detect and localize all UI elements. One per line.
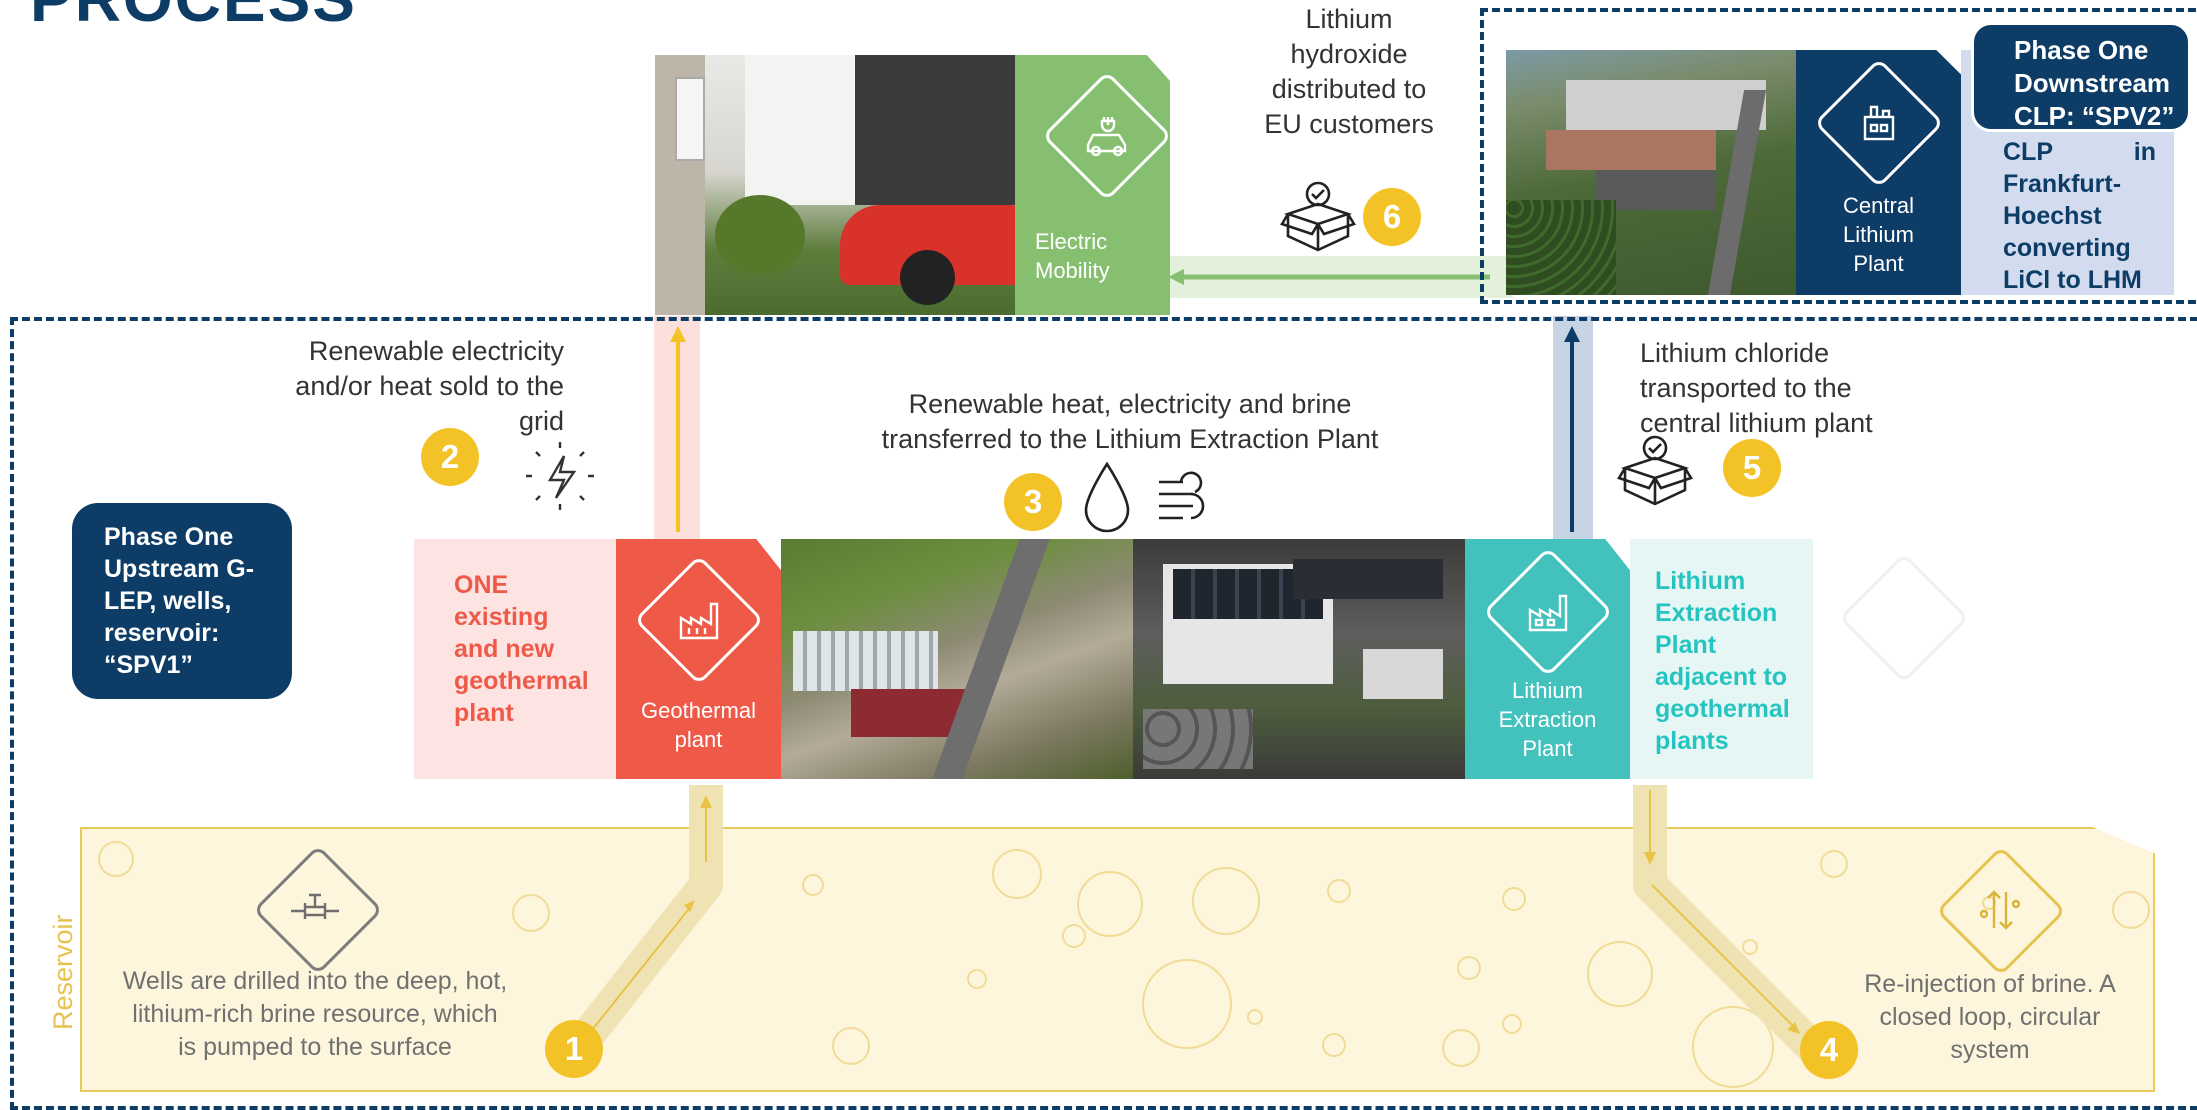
box-check-icon <box>1617 435 1693 506</box>
factory-icon <box>1813 57 1944 189</box>
lep-label: Lithium Extraction Plant <box>1498 677 1597 761</box>
factory-icon <box>1482 546 1613 677</box>
geothermal-plant-panel: Geothermal plant <box>616 539 781 779</box>
geothermal-plant-label: Geothermal plant <box>641 698 756 752</box>
production-well-arrow <box>591 904 693 1031</box>
electric-mobility-label: Electric Mobility <box>1035 229 1110 283</box>
lithium-extraction-plant-photo <box>1133 539 1465 779</box>
factory-icon <box>633 554 764 686</box>
central-lithium-plant-panel: Central Lithium Plant <box>1796 50 1961 295</box>
lightning-icon <box>526 442 594 510</box>
step-5-text: Lithium chloride transported to the cent… <box>1640 338 1873 438</box>
box-check-icon <box>1280 181 1356 252</box>
step-4-number: 4 <box>1800 1021 1858 1079</box>
central-lithium-plant-photo <box>1506 50 1796 295</box>
step-2-text: Renewable electricity and/or heat sold t… <box>295 336 564 436</box>
step-1-text: Wells are drilled into the deep, hot, li… <box>122 967 508 1061</box>
valve-pipe-icon <box>291 893 339 919</box>
reinjection-icon <box>1979 890 2021 930</box>
central-lithium-plant-label: Central Lithium Plant <box>1843 193 1914 276</box>
phase-one-downstream-boundary <box>1480 8 2197 304</box>
step-4-text: Re-injection of brine. A closed loop, ci… <box>1864 970 2116 1064</box>
geothermal-side-text: ONE existing and new geothermal plant <box>414 539 616 779</box>
step-6-number: 6 <box>1363 188 1421 246</box>
step-3-text: Renewable heat, electricity and brine tr… <box>881 389 1379 454</box>
step-1-number: 1 <box>545 1020 603 1078</box>
phase-one-upstream-callout: Phase One Upstream G-LEP, wells, reservo… <box>72 503 292 699</box>
lep-side-text: Lithium Extraction Plant adjacent to geo… <box>1630 539 1813 779</box>
electric-car-photo <box>655 55 1015 315</box>
plug-car-icon <box>1041 70 1170 202</box>
geothermal-site-photo <box>781 539 1133 779</box>
step-2-number: 2 <box>421 428 479 486</box>
lithium-extraction-plant-panel: Lithium Extraction Plant <box>1465 539 1630 779</box>
water-drop-icon <box>1084 461 1130 533</box>
step-5-number: 5 <box>1723 439 1781 497</box>
phase-one-downstream-callout: Phase One Downstream CLP: “SPV2” <box>1971 22 2191 132</box>
page-title: PROCESS <box>30 0 357 36</box>
electric-mobility-panel: Electric Mobility <box>1015 55 1170 315</box>
step-6-text: Lithium hydroxide distributed to EU cust… <box>1264 4 1434 139</box>
wind-icon <box>1159 471 1205 520</box>
step-3-number: 3 <box>1004 473 1062 531</box>
